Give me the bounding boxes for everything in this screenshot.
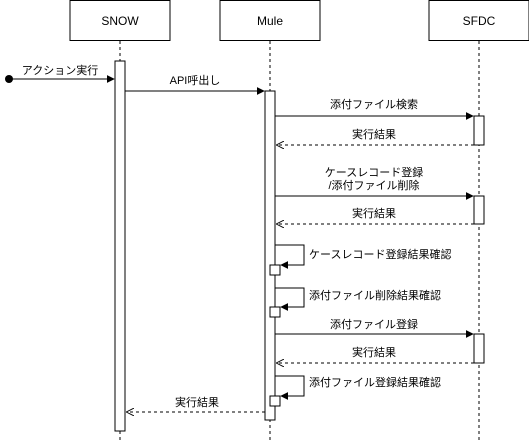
message-label: 添付ファイル検索 bbox=[330, 97, 418, 111]
message-result-to-snow: 実行結果 bbox=[127, 395, 265, 412]
activation-mule-self-3 bbox=[269, 395, 281, 407]
message-self-case-record-check: ケースレコード登録結果確認 bbox=[275, 244, 451, 269]
message-label-line-1: ケースレコード登録 bbox=[325, 165, 423, 179]
message-result-1: 実行結果 bbox=[277, 127, 474, 145]
message-self-attachment-register-check: 添付ファイル登録結果確認 bbox=[275, 375, 441, 400]
participant-snow-label: SNOW bbox=[101, 14, 139, 28]
message-result-2: 実行結果 bbox=[277, 206, 474, 224]
activation-mule bbox=[264, 90, 276, 421]
message-label: 添付ファイル登録結果確認 bbox=[309, 375, 441, 389]
message-label: アクション実行 bbox=[22, 63, 98, 77]
message-label: ケースレコード登録結果確認 bbox=[309, 247, 451, 261]
message-label: 添付ファイル登録 bbox=[330, 317, 418, 331]
participant-mule-label: Mule bbox=[257, 14, 283, 28]
message-label: 実行結果 bbox=[352, 127, 396, 141]
message-action-execute: アクション実行 bbox=[5, 63, 115, 83]
message-label: 実行結果 bbox=[352, 206, 396, 220]
message-api-call: API呼出し bbox=[125, 73, 265, 95]
message-label: 実行結果 bbox=[352, 345, 396, 359]
activation-snow bbox=[114, 60, 126, 432]
message-label: 添付ファイル削除結果確認 bbox=[309, 288, 441, 302]
message-attachment-register: 添付ファイル登録 bbox=[275, 317, 474, 338]
participant-snow: SNOW bbox=[69, 0, 171, 41]
activation-sfdc-3 bbox=[473, 333, 485, 364]
participant-sfdc-label: SFDC bbox=[463, 14, 496, 28]
message-label-line-2: /添付ファイル削除 bbox=[328, 178, 419, 192]
activation-mule-self-1 bbox=[269, 264, 281, 276]
activation-mule-self-2 bbox=[269, 306, 281, 318]
message-attachment-search: 添付ファイル検索 bbox=[275, 97, 474, 120]
activation-sfdc-2 bbox=[473, 195, 485, 225]
message-case-register-attachment-delete: ケースレコード登録 /添付ファイル削除 bbox=[275, 165, 474, 200]
message-label: API呼出し bbox=[170, 73, 221, 87]
message-result-3: 実行結果 bbox=[277, 345, 474, 363]
message-label: 実行結果 bbox=[175, 395, 219, 409]
message-self-attachment-delete-check: 添付ファイル削除結果確認 bbox=[275, 287, 441, 311]
participant-sfdc: SFDC bbox=[428, 0, 529, 41]
participant-mule: Mule bbox=[219, 0, 321, 41]
activation-sfdc-1 bbox=[473, 115, 485, 146]
